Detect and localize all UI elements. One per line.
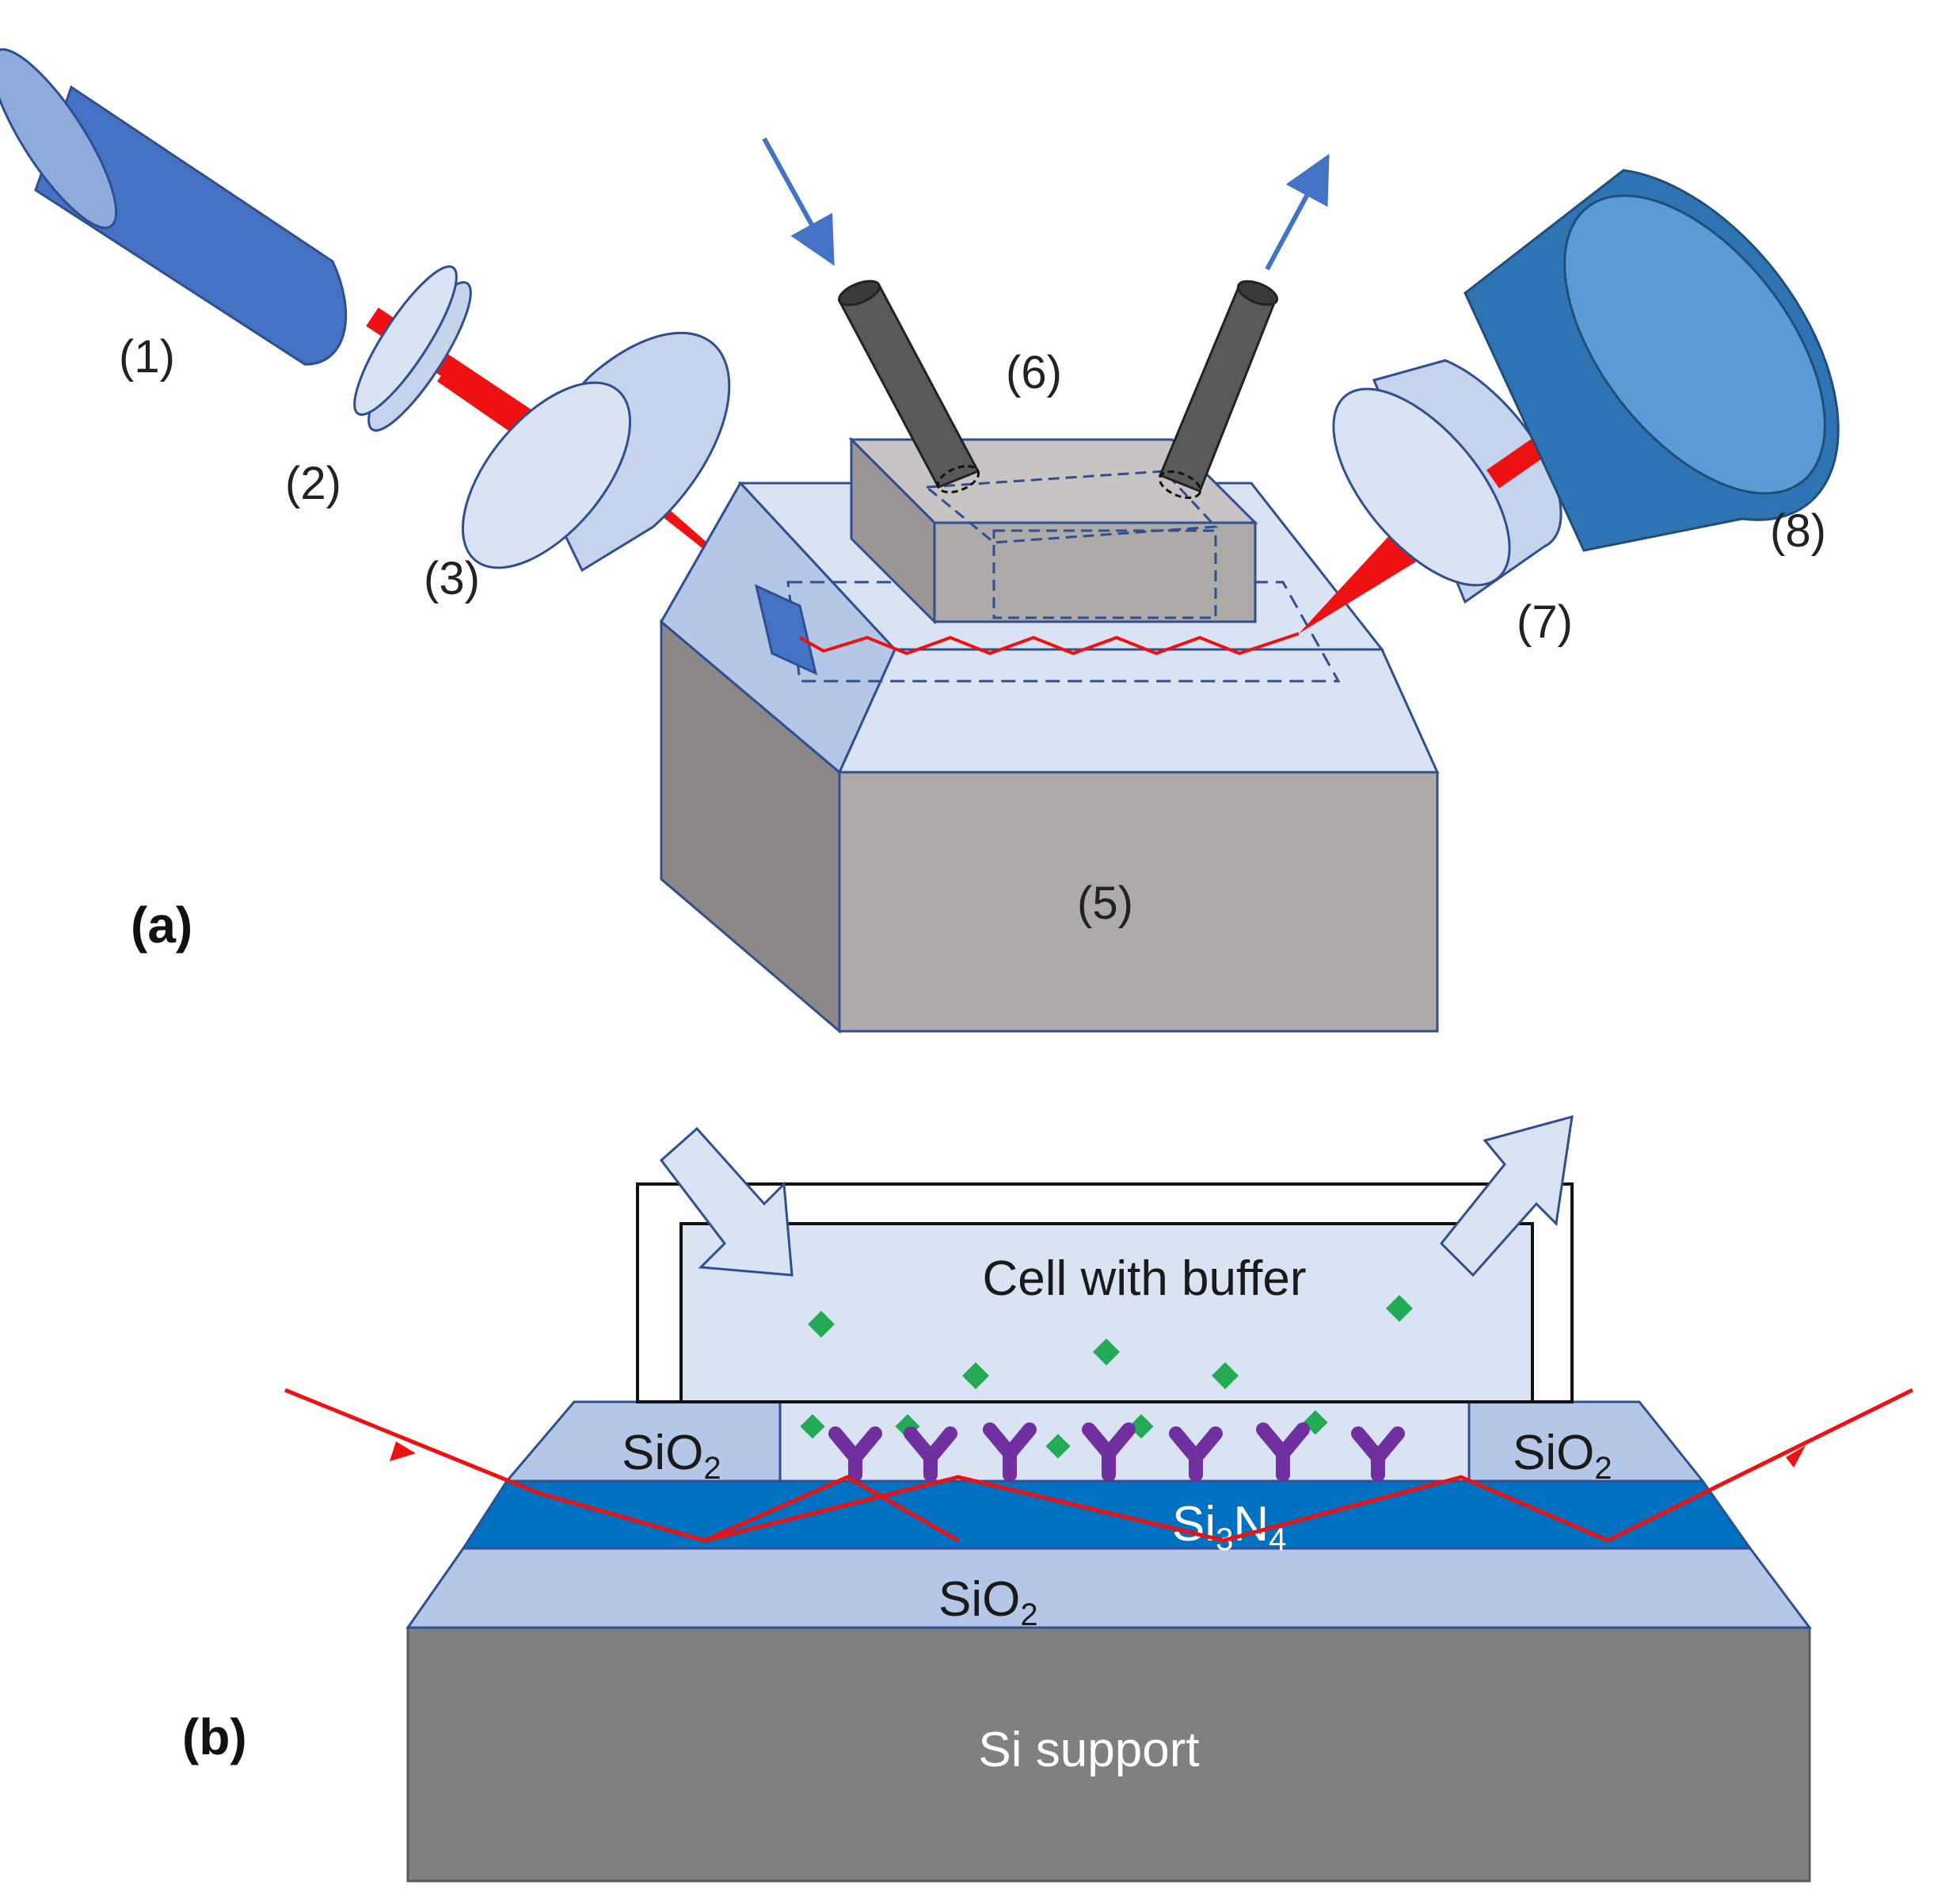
- label-chip-block: (5): [1077, 878, 1133, 929]
- focusing-lens: [461, 331, 731, 573]
- label-collection-lens: (7): [1517, 596, 1573, 648]
- label-detector: (8): [1770, 505, 1826, 557]
- analyte-molecule: [1129, 1414, 1154, 1439]
- analyte-molecule: [962, 1362, 989, 1389]
- buffer-in-arrow: [659, 1126, 794, 1277]
- outlet-tube: [1158, 280, 1279, 499]
- analyte-molecule: [808, 1311, 835, 1338]
- panel-b-label: (b): [182, 1708, 247, 1765]
- outgoing-light-arrowhead: [1786, 1445, 1806, 1468]
- antibody: [983, 1422, 1037, 1482]
- laser-beam-2: [1486, 434, 1551, 489]
- panel-a-label: (a): [131, 897, 192, 954]
- outcoupled-light: [1606, 1388, 1914, 1543]
- si3n4-core-layer: [461, 1479, 1753, 1550]
- right-cladding-label: SiO2: [1513, 1426, 1612, 1486]
- antibodies: [828, 1422, 1405, 1482]
- antibody: [904, 1426, 957, 1482]
- si-support-label: Si support: [978, 1723, 1199, 1777]
- left-cladding-label: SiO2: [622, 1426, 721, 1486]
- analyte-molecule: [1212, 1362, 1239, 1389]
- panel-b: Si support SiO2 Si3N4 SiO2 SiO2 Cell wit…: [182, 1114, 1914, 1883]
- label-flow-cell: (6): [1006, 347, 1062, 398]
- analyte-molecule: [1093, 1339, 1120, 1365]
- guided-light-zigzag: [284, 1388, 1608, 1543]
- label-polarizer: (2): [285, 458, 341, 509]
- flow-out-arrow: [1265, 154, 1330, 271]
- si-support-layer: [406, 1626, 1811, 1883]
- photodetector: [1464, 169, 1840, 552]
- output-beam: [1299, 531, 1422, 634]
- antibody: [1169, 1426, 1223, 1482]
- laser-source: [0, 48, 348, 366]
- polarizer-disk: [353, 265, 472, 432]
- buffer-out-arrow: [1439, 1114, 1574, 1278]
- lower-cladding-layer: [405, 1547, 1812, 1629]
- cell-label: Cell with buffer: [983, 1251, 1307, 1306]
- input-grating: [754, 584, 818, 676]
- incoming-light-arrowhead: [390, 1441, 416, 1461]
- flow-in-arrow: [762, 137, 835, 266]
- antibody: [828, 1426, 882, 1482]
- antibody: [1351, 1426, 1405, 1482]
- antibody: [1082, 1422, 1136, 1482]
- antibody: [1256, 1422, 1310, 1482]
- label-laser-source: (1): [119, 331, 175, 383]
- inlet-tube: [837, 280, 980, 493]
- analyte-molecule: [1386, 1295, 1413, 1322]
- lower-cladding-label: SiO2: [938, 1572, 1038, 1632]
- guided-light-path: [799, 632, 1300, 656]
- analyte-molecule: [1045, 1434, 1071, 1459]
- panel-a: (1) (2) (3) (5) (6) (7) (8) (a): [0, 48, 1840, 1034]
- label-focusing-lens: (3): [424, 553, 480, 604]
